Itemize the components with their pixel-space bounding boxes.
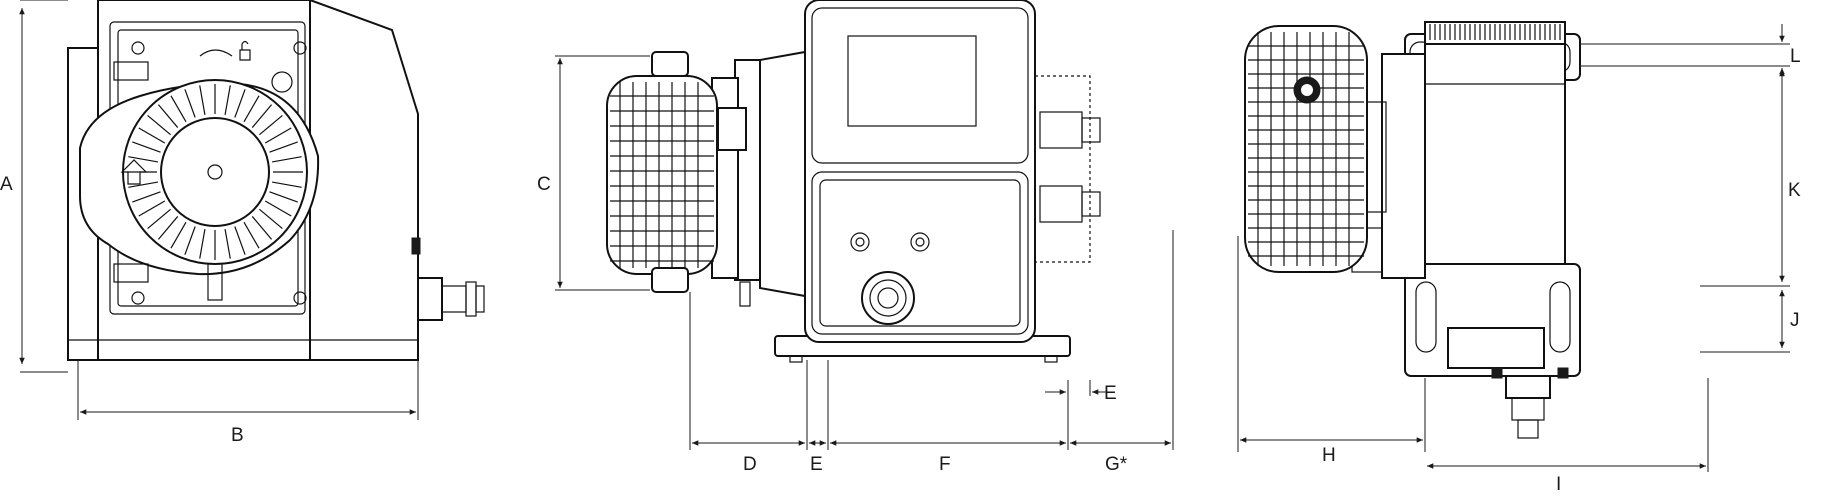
dimension-label-j: J (1790, 310, 1800, 331)
screw-icon (131, 41, 307, 305)
pump-head-grid (1248, 32, 1364, 266)
dimension-label-f: F (939, 454, 951, 475)
dimension-label-g: G* (1105, 454, 1128, 475)
dimension-label-e: E (810, 454, 823, 475)
dimension-label-e-detail: E (1104, 383, 1117, 404)
outlet-fitting (1039, 111, 1101, 223)
dimension-label-k: K (1788, 180, 1801, 201)
heat-sink-fins (1429, 24, 1561, 40)
cable-gland (861, 271, 915, 325)
rotation-icon (199, 49, 233, 57)
dimension-label-i: I (1556, 474, 1561, 495)
unlock-icon (239, 40, 251, 61)
up-arrow-icon (120, 159, 148, 185)
dimension-labels: A B C D E E F G* H I J K L (0, 46, 1801, 495)
dimension-label-d: D (743, 454, 757, 475)
side-view (606, 0, 1101, 363)
dimension-label-b: B (231, 425, 244, 446)
dimension-label-a: A (0, 174, 13, 195)
pump-head-grid (610, 82, 714, 268)
dimension-label-h: H (1322, 445, 1336, 466)
front-view (67, 0, 485, 361)
rotor-ribs (127, 84, 303, 260)
led-indicator (850, 232, 930, 252)
dimension-label-l: L (1790, 46, 1801, 67)
top-view (1244, 21, 1581, 439)
dimension-label-c: C (537, 174, 551, 195)
dimension-lines (19, 0, 1790, 472)
